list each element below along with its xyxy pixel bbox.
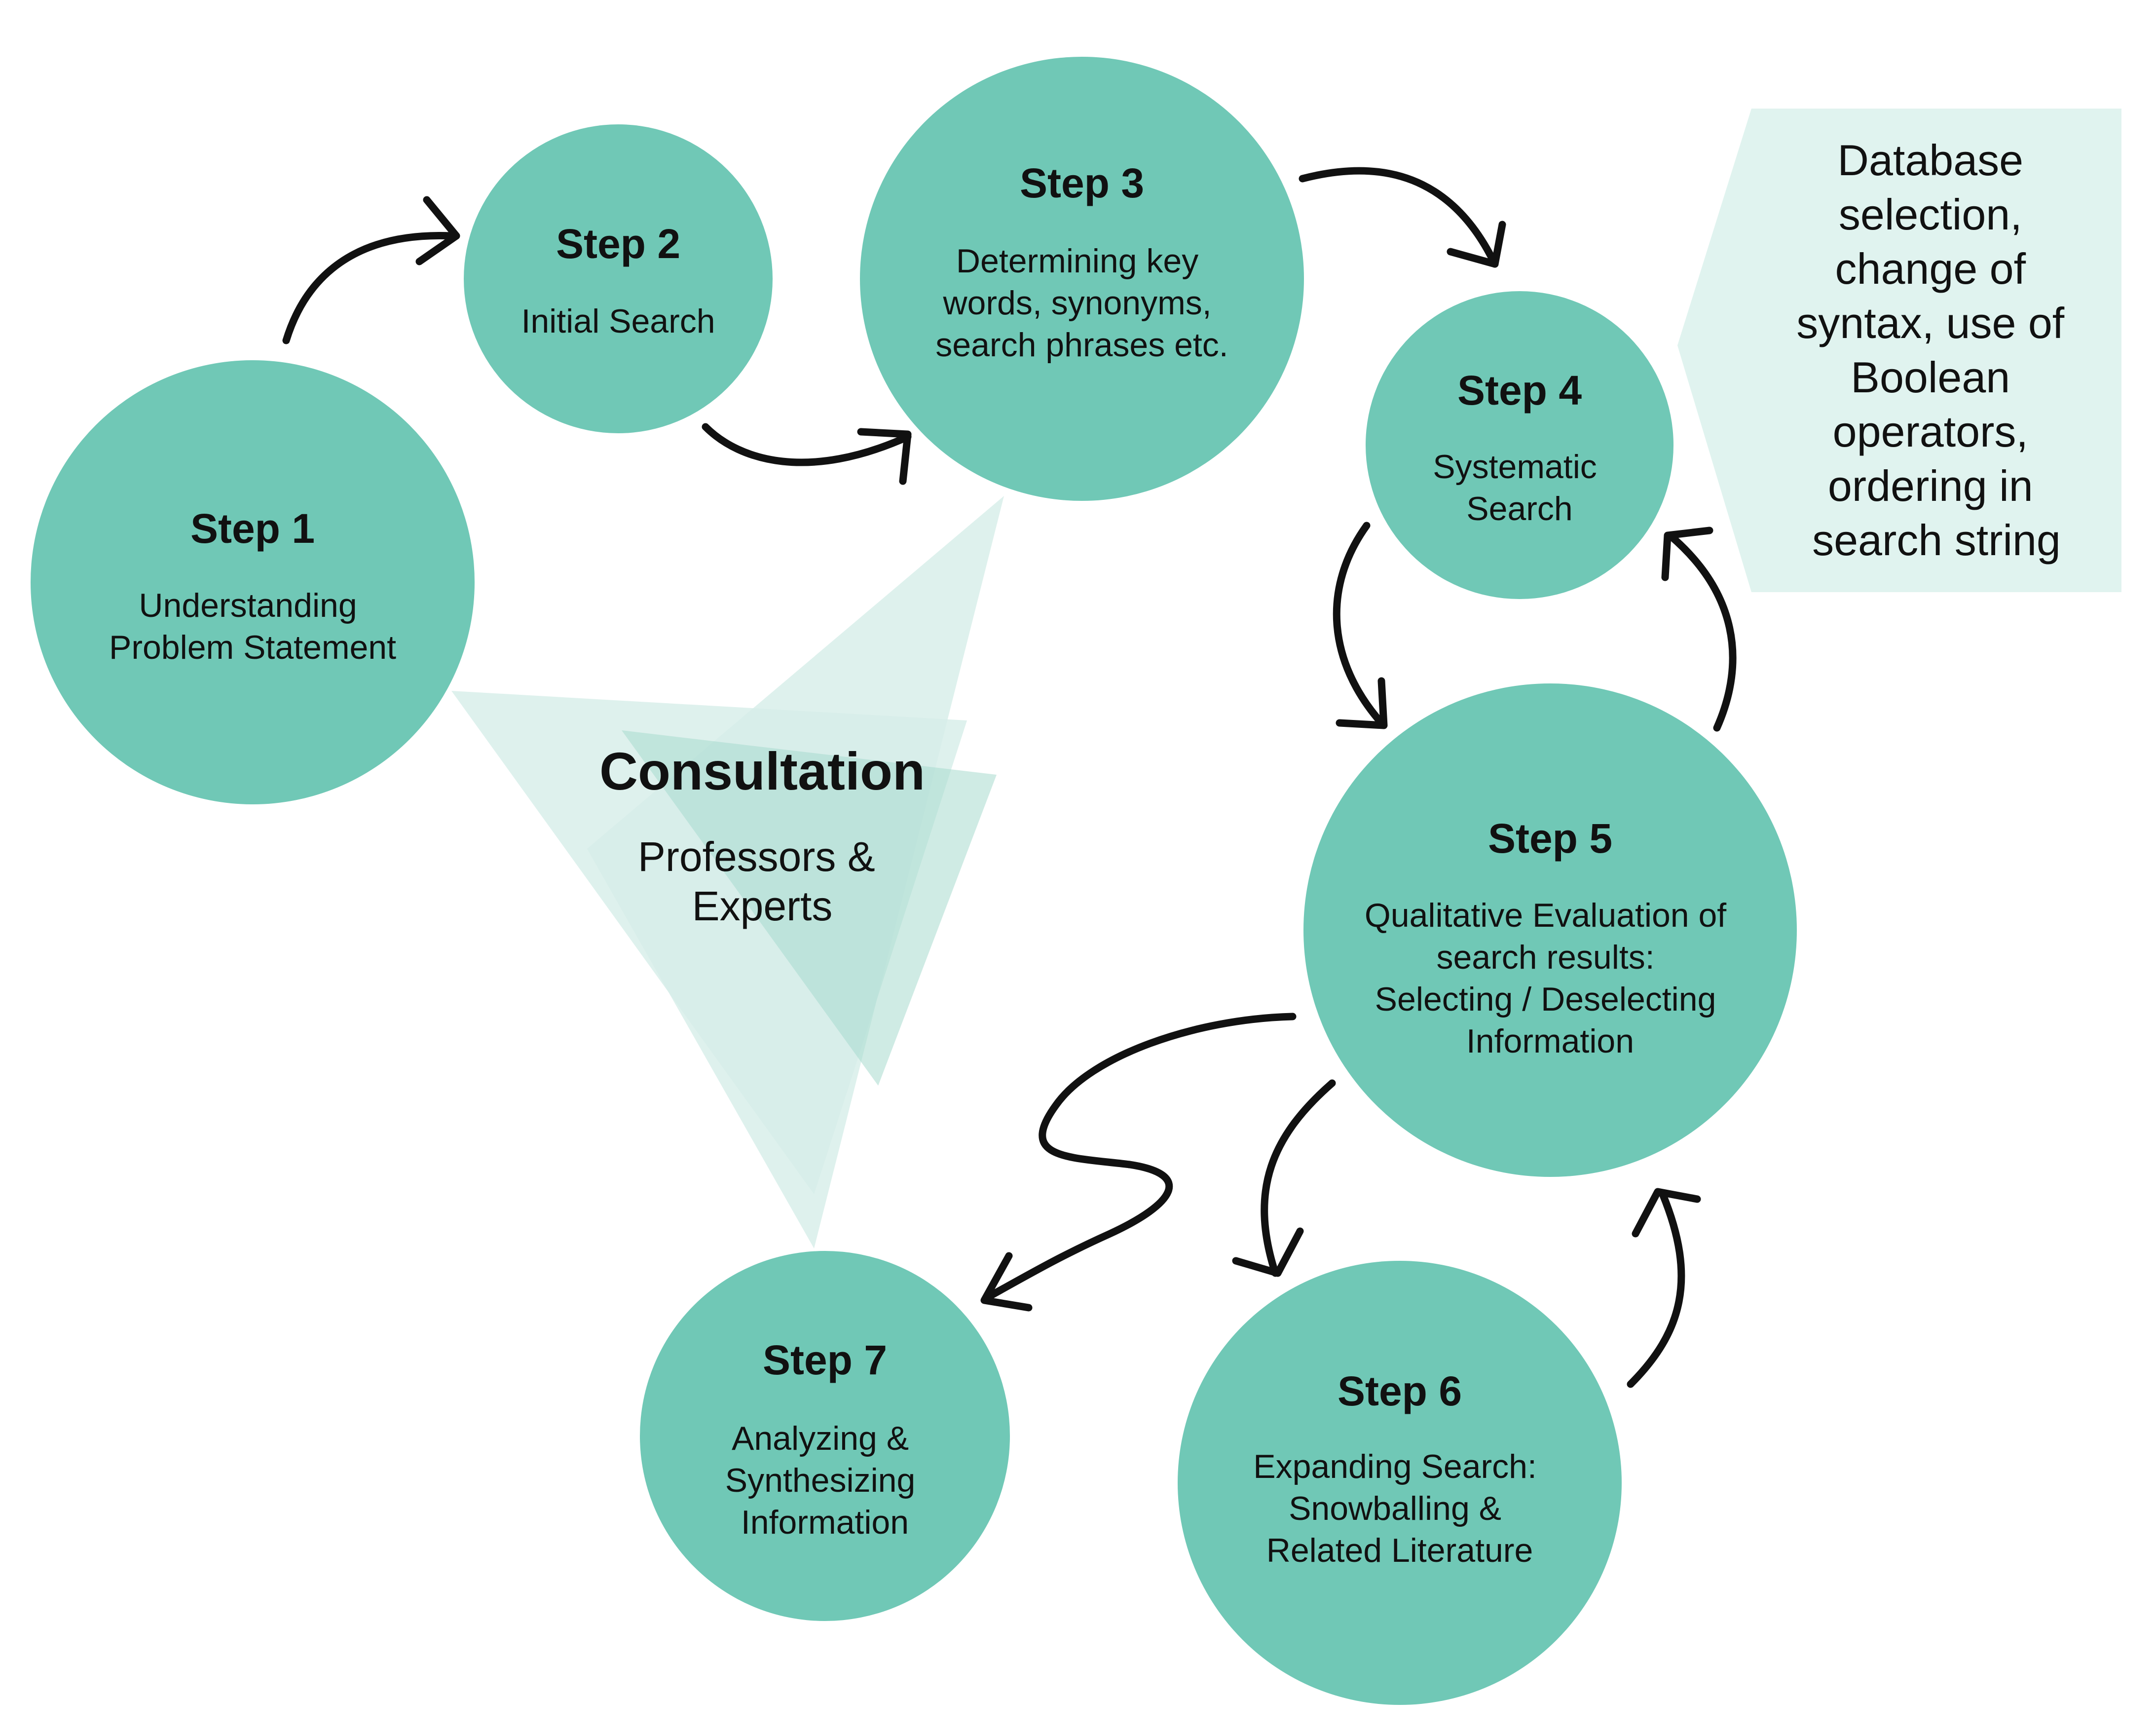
note-line: change of [1835, 244, 2026, 293]
arrowhead-step5-to-step4 [1661, 527, 1713, 581]
flow-arrows [282, 167, 1737, 1388]
step-1-description: Understanding Problem Statement [109, 587, 396, 666]
arrowhead-step6-to-step5 [1632, 1188, 1701, 1238]
arrow-step5-to-step7 [983, 1013, 1297, 1302]
step-3-circle [860, 57, 1304, 501]
step-3-title: Step 3 [1020, 160, 1144, 206]
step-5-description: Qualitative Evaluation of search results… [1365, 897, 1736, 1060]
arrow-step4-to-step5 [1333, 522, 1385, 727]
note-line: syntax, use of [1796, 299, 2065, 347]
note-line: ordering in [1828, 461, 2033, 510]
arrow-step3-to-step4 [1299, 167, 1499, 268]
consultation-triangle-3 [622, 730, 997, 1086]
step-3-description: Determining key words, synonyms, search … [935, 242, 1228, 364]
step-6-title: Step 6 [1338, 1368, 1462, 1414]
note-text: Database selection, change of syntax, us… [1796, 136, 2076, 565]
step-4-circle [1366, 291, 1673, 599]
consultation-subtitle: Professors & Experts [638, 833, 887, 929]
note-line: selection, [1839, 190, 2022, 239]
step-7-circle [640, 1251, 1010, 1621]
step-4-node: Step 4 Systematic Search [1366, 291, 1673, 599]
note-panel [1677, 109, 2121, 592]
step-4-title: Step 4 [1457, 367, 1582, 414]
arrowhead-step2-to-step3 [857, 428, 912, 485]
arrowhead-step1-to-step2 [415, 196, 460, 265]
step-1-node: Step 1 Understanding Problem Statement [31, 360, 475, 804]
step-5-node: Step 5 Qualitative Evaluation of search … [1303, 683, 1797, 1177]
step-7-node: Step 7 Analyzing & Synthesizing Informat… [640, 1251, 1010, 1621]
consultation-title: Consultation [599, 741, 925, 801]
consultation-shapes [451, 496, 1004, 1248]
consultation-label: Consultation Professors & Experts [599, 741, 925, 929]
arrow-step5-to-step6 [1261, 1079, 1336, 1277]
arrowhead-step4-to-step5 [1336, 677, 1388, 729]
step-1-circle [31, 360, 475, 804]
arrow-step5-to-step4 [1666, 531, 1737, 732]
note-line: Boolean [1851, 353, 2010, 402]
step-7-description: Analyzing & Synthesizing Information [725, 1420, 925, 1541]
arrow-step2-to-step3 [702, 423, 912, 466]
step-5-circle [1303, 683, 1797, 1177]
step-6-description: Expanding Search: Snowballing & Related … [1253, 1448, 1546, 1569]
step-5-title: Step 5 [1488, 815, 1612, 862]
step-7-title: Step 7 [763, 1337, 887, 1383]
arrowhead-step5-to-step6 [1232, 1227, 1304, 1277]
note-line: Database [1837, 136, 2023, 185]
step-2-description: Initial Search [521, 302, 715, 340]
step-2-title: Step 2 [556, 221, 680, 267]
step-1-title: Step 1 [190, 505, 315, 552]
note-line: search string [1812, 516, 2061, 565]
arrowhead-step3-to-step4 [1447, 221, 1506, 268]
arrow-step6-to-step5 [1627, 1190, 1685, 1388]
step-2-circle [464, 124, 773, 433]
note-line: operators, [1833, 407, 2028, 456]
arrow-step1-to-step2 [282, 232, 455, 344]
arrowhead-step5-to-step7 [980, 1252, 1033, 1312]
step-3-node: Step 3 Determining key words, synonyms, … [860, 57, 1304, 501]
step-6-node: Step 6 Expanding Search: Snowballing & R… [1178, 1261, 1622, 1705]
step-6-circle [1178, 1261, 1622, 1705]
step-2-node: Step 2 Initial Search [464, 124, 773, 433]
step-4-description: Systematic Search [1433, 448, 1606, 528]
